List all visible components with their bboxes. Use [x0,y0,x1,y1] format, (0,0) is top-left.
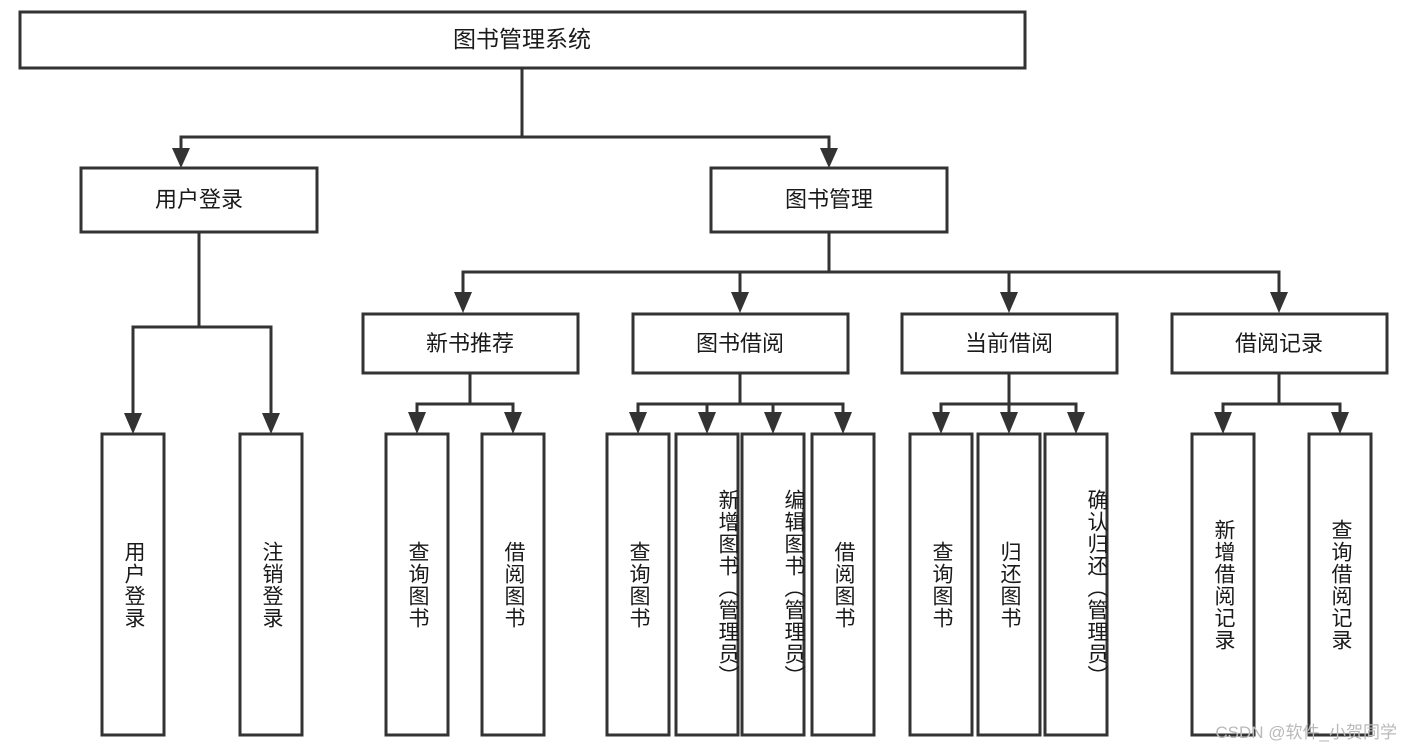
arrow-head-leaf-edit-book [764,412,782,434]
connector-group-user-login [124,230,280,434]
connector-group-book-borrow [629,371,852,434]
node-leaf-borrow-book-1-box[interactable] [480,432,546,737]
node-leaf-query-book-3-box[interactable] [908,432,974,737]
arrow-head-leaf-user-login [124,413,142,434]
node-root[interactable]: 图书管理系统 [18,10,1027,70]
arrow-head-leaf-borrow-book-1 [504,412,522,434]
node-leaf-return-book-box[interactable] [976,432,1042,737]
node-leaf-query-book-2-box[interactable] [605,432,671,737]
arrow-head-leaf-query-record [1331,412,1349,434]
node-book-manage-label: 图书管理 [785,187,873,212]
node-current-borrow-label: 当前借阅 [965,331,1053,356]
node-leaf-add-book-box[interactable] [674,432,740,737]
arrow-head-leaf-add-book [698,412,716,434]
arrow-head-leaf-query-book-2 [629,412,647,434]
node-book-manage[interactable]: 图书管理 [709,166,949,234]
node-user-login-label: 用户登录 [155,187,243,212]
node-book-manage-box[interactable] [709,166,949,234]
node-borrow-record-box[interactable] [1170,312,1389,375]
arrow-head-leaf-query-book-1 [408,412,426,434]
node-root-label: 图书管理系统 [453,26,591,52]
node-current-borrow[interactable]: 当前借阅 [900,312,1119,375]
connector-group-current-borrow [932,371,1085,434]
arrow-head-current-borrow [1000,292,1018,313]
node-root-box[interactable] [18,10,1027,70]
arrow-head-leaf-add-record [1214,412,1232,434]
arrow-head-leaf-return-book [1000,412,1018,434]
node-leaf-query-record-box[interactable] [1307,432,1373,737]
node-new-book-recommend-box[interactable] [361,312,580,375]
arrow-head-leaf-confirm-return [1067,412,1085,434]
arrow-head-leaf-user-logout [262,413,280,434]
node-borrow-record-label: 借阅记录 [1235,331,1323,356]
node-leaf-query-book-1-box[interactable] [384,432,450,737]
arrow-head-new-book-recommend [454,292,472,313]
node-user-login[interactable]: 用户登录 [79,166,319,234]
arrow-head-leaf-borrow-book-2 [834,412,852,434]
node-current-borrow-box[interactable] [900,312,1119,375]
node-leaf-add-record-box[interactable] [1190,432,1256,737]
node-leaf-user-login-box[interactable] [100,432,166,737]
node-book-borrow[interactable]: 图书借阅 [631,312,850,375]
node-book-borrow-label: 图书借阅 [696,331,784,356]
arrow-head-book-borrow [731,292,749,313]
connector-group-borrow-record [1214,371,1349,434]
arrow-head-borrow-record [1270,292,1288,313]
node-leaf-edit-book-box[interactable] [740,432,806,737]
arrow-head-book-manage [820,148,838,168]
node-leaf-borrow-book-2-box[interactable] [810,432,876,737]
arrow-head-user-login [172,148,190,168]
node-book-borrow-box[interactable] [631,312,850,375]
connector-group-book-manage [454,230,1288,313]
node-leaf-confirm-return-box[interactable] [1043,432,1109,737]
node-new-book-recommend-label: 新书推荐 [426,331,514,356]
connector-group-root [172,66,838,168]
node-new-book-recommend[interactable]: 新书推荐 [361,312,580,375]
node-leaf-user-logout-box[interactable] [238,432,304,737]
node-borrow-record[interactable]: 借阅记录 [1170,312,1389,375]
connector-group-new-book-recommend [408,371,522,434]
node-user-login-box[interactable] [79,166,319,234]
arrow-head-leaf-query-book-3 [932,412,950,434]
